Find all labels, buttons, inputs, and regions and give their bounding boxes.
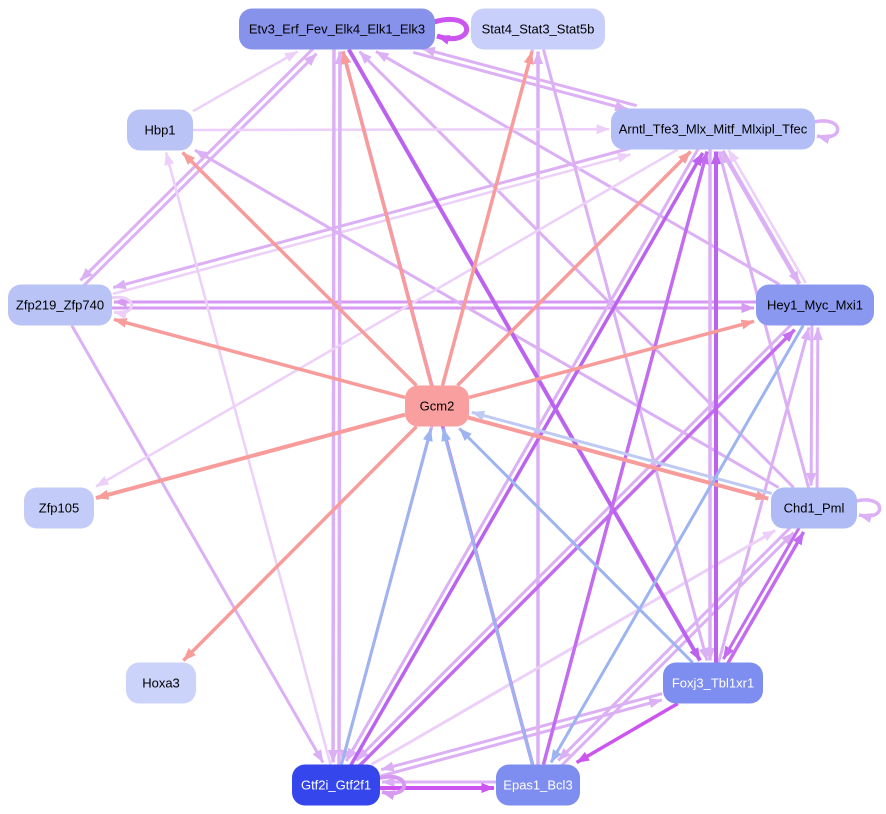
node-label-foxj3: Foxj3_Tbl1xr1 [672, 676, 754, 691]
edge-gcm2-to-hbp1 [181, 151, 418, 387]
node-zfp219[interactable]: Zfp219_Zfp740 [8, 284, 112, 326]
edge-gtf2i-to-arntl [348, 152, 705, 767]
node-etv3[interactable]: Etv3_Erf_Fev_Elk4_Elk1_Elk3 [239, 8, 435, 50]
node-label-stat4: Stat4_Stat3_Stat5b [482, 22, 595, 37]
node-box-foxj3[interactable] [663, 662, 763, 704]
node-gcm2[interactable]: Gcm2 [405, 385, 469, 427]
edge-gcm2-to-hoxa3 [182, 425, 418, 662]
node-box-arntl[interactable] [611, 108, 815, 150]
edge-arntl-to-zfp219 [112, 145, 637, 290]
node-arntl[interactable]: Arntl_Tfe3_Mlx_Mitf_Mlxipl_Tfec [611, 108, 815, 150]
node-box-zfp105[interactable] [24, 487, 94, 529]
edge-chd1-to-hbp1 [194, 148, 780, 489]
node-box-epas1[interactable] [496, 764, 580, 806]
edge-gcm2-to-zfp219 [113, 317, 406, 400]
node-zfp105[interactable]: Zfp105 [24, 487, 94, 529]
edge-chd1-to-hey1 [812, 327, 823, 488]
edge-gcm2-to-etv3 [341, 51, 434, 386]
node-label-chd1: Chd1_Pml [784, 501, 845, 516]
node-label-hey1: Hey1_Myc_Mxi1 [767, 298, 863, 313]
node-box-hoxa3[interactable] [126, 662, 196, 704]
edge-arntl-to-hey1 [720, 149, 802, 286]
node-box-hbp1[interactable] [127, 109, 193, 151]
edge-hey1-to-chd1 [806, 325, 817, 486]
self-loop-gtf2i [378, 774, 407, 801]
edge-hbp1-to-arntl [192, 124, 610, 135]
node-label-zfp219: Zfp219_Zfp740 [16, 298, 104, 313]
edge-etv3-to-zfp219 [79, 46, 316, 282]
node-box-gcm2[interactable] [405, 385, 469, 427]
node-hoxa3[interactable]: Hoxa3 [126, 662, 196, 704]
edge-arntl-to-gtf2i [345, 147, 700, 762]
node-label-epas1: Epas1_Bcl3 [503, 778, 572, 793]
node-box-chd1[interactable] [771, 487, 857, 529]
edge-arntl-to-etv3 [421, 46, 638, 108]
edge-gcm2-to-zfp105 [95, 412, 406, 500]
edge-foxj3-to-epas1 [575, 701, 679, 765]
self-loop-chd1 [855, 498, 882, 523]
node-box-etv3[interactable] [239, 8, 435, 50]
self-loop-etv3 [433, 16, 470, 45]
node-hbp1[interactable]: Hbp1 [127, 109, 193, 151]
edge-foxj3-to-chd1 [725, 531, 806, 665]
edge-chd1-to-etv3 [358, 50, 795, 489]
edge-gcm2-to-arntl [456, 150, 692, 387]
node-box-hey1[interactable] [756, 284, 874, 326]
edge-gcm2-to-hey1 [468, 319, 755, 400]
node-label-hbp1: Hbp1 [144, 123, 175, 138]
node-label-etv3: Etv3_Erf_Fev_Elk4_Elk1_Elk3 [249, 22, 425, 37]
self-loop-arntl [813, 119, 840, 144]
node-hey1[interactable]: Hey1_Myc_Mxi1 [756, 284, 874, 326]
edge-foxj3-to-gtf2i [380, 692, 663, 772]
edge-chd1-to-gcm2 [471, 410, 773, 495]
edge-epas1-to-gcm2 [441, 428, 534, 765]
self-loop-zfp219 [110, 295, 134, 320]
edge-gtf2i-to-gcm2 [340, 428, 433, 765]
node-gtf2i[interactable]: Gtf2i_Gtf2f1 [292, 764, 380, 806]
node-label-hoxa3: Hoxa3 [142, 676, 180, 691]
edge-hbp1-to-etv3 [192, 50, 299, 113]
edge-gtf2i-to-foxj3 [380, 698, 663, 778]
edge-zfp219-to-arntl [112, 152, 631, 296]
node-label-gcm2: Gcm2 [420, 399, 455, 414]
edge-arntl-to-zfp105 [95, 148, 679, 488]
node-label-arntl: Arntl_Tfe3_Mlx_Mitf_Mlxipl_Tfec [619, 122, 808, 137]
edge-hey1-to-epas1 [549, 324, 805, 764]
node-box-stat4[interactable] [471, 8, 605, 50]
node-chd1[interactable]: Chd1_Pml [771, 487, 857, 529]
edge-epas1-to-chd1 [559, 531, 795, 768]
edge-hey1-to-arntl [727, 149, 807, 284]
edge-gcm2-to-chd1 [467, 415, 769, 501]
edge-chd1-to-foxj3 [722, 526, 801, 660]
edge-gcm2-to-stat4 [440, 51, 534, 386]
node-stat4[interactable]: Stat4_Stat3_Stat5b [471, 8, 605, 50]
node-epas1[interactable]: Epas1_Bcl3 [496, 764, 580, 806]
node-label-gtf2i: Gtf2i_Gtf2f1 [301, 778, 371, 793]
node-box-zfp219[interactable] [8, 284, 112, 326]
node-label-zfp105: Zfp105 [39, 501, 79, 516]
edge-foxj3-to-gcm2 [458, 427, 694, 664]
edge-etv3-to-gtf2i [328, 49, 339, 763]
edge-etv3-to-arntl [412, 50, 629, 112]
edge-gtf2i-to-etv3 [334, 51, 345, 765]
edge-zfp219-to-gtf2i [70, 324, 325, 764]
node-foxj3[interactable]: Foxj3_Tbl1xr1 [663, 662, 763, 704]
node-box-gtf2i[interactable] [292, 764, 380, 806]
edge-etv3-to-foxj3 [347, 48, 702, 662]
